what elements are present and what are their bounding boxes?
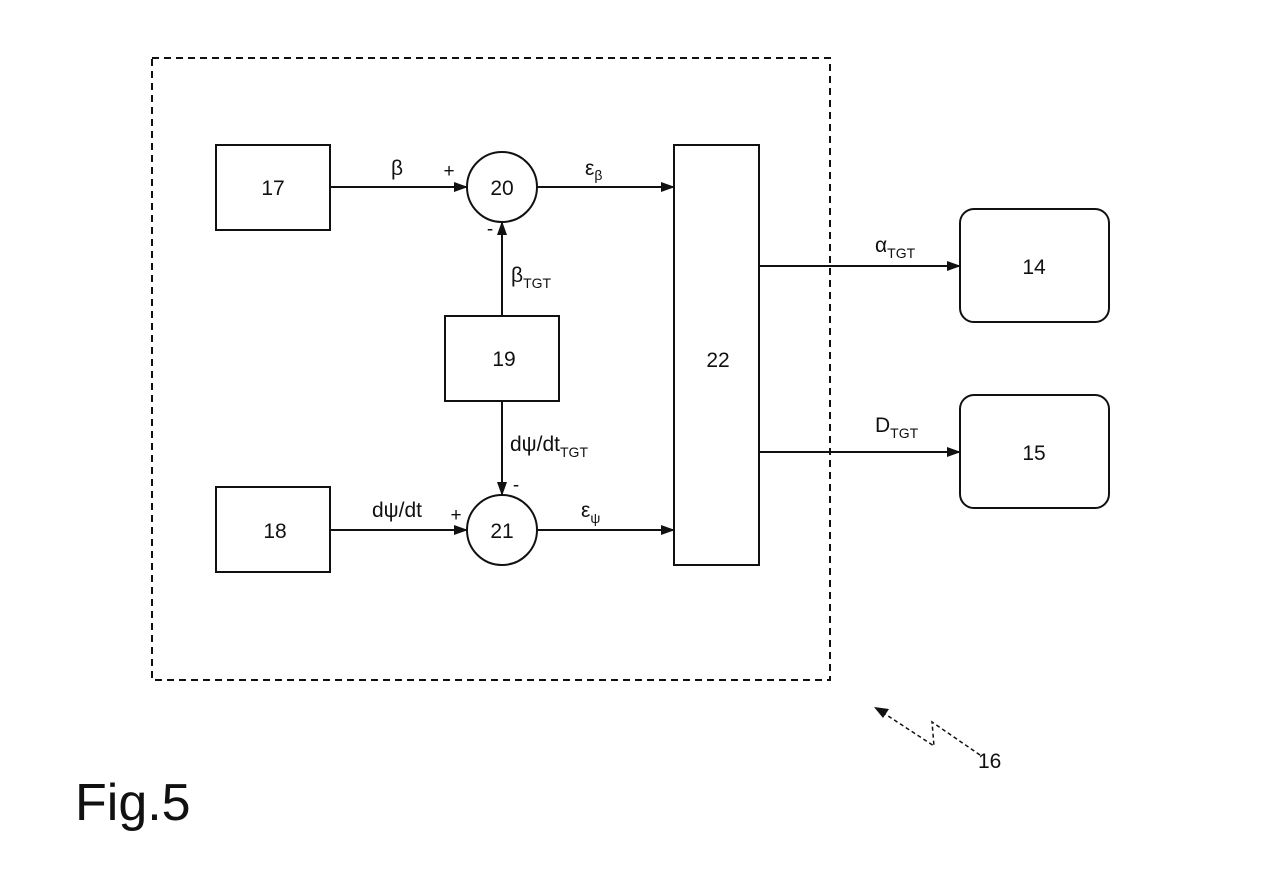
signal-beta-tgt-sub: TGT xyxy=(523,275,551,291)
block-19: 19 xyxy=(444,315,560,402)
block-22: 22 xyxy=(673,144,760,566)
signal-epsilon-beta-main: ε xyxy=(585,157,594,180)
summing-junction-21: 21 xyxy=(466,494,538,566)
block-19-label: 19 xyxy=(492,348,515,371)
signal-epsilon-psi-label: εψ xyxy=(581,499,600,526)
reference-arrow-icon xyxy=(874,707,981,756)
signal-epsilon-beta-sub: β xyxy=(594,167,602,183)
block-17: 17 xyxy=(215,144,331,231)
signal-dpsi-dt-tgt-sub: TGT xyxy=(560,444,588,460)
signal-epsilon-psi-main: ε xyxy=(581,499,590,522)
signal-epsilon-beta-label: εβ xyxy=(585,157,602,183)
signal-beta-label: β xyxy=(391,157,403,180)
block-17-label: 17 xyxy=(261,177,284,200)
block-15: 15 xyxy=(959,394,1110,509)
signal-dpsi-dt-label: dψ/dt xyxy=(372,499,422,522)
signal-alpha-tgt-label: αTGT xyxy=(875,234,916,261)
block-14-label: 14 xyxy=(1022,256,1046,279)
signal-alpha-tgt-main: α xyxy=(875,234,887,257)
signal-beta-tgt-label: βTGT xyxy=(511,264,552,291)
signal-epsilon-psi-sub: ψ xyxy=(590,510,600,526)
block-22-label: 22 xyxy=(706,349,729,372)
signal-dpsi-dt-tgt-main: dψ/dt xyxy=(510,433,560,456)
junction-20-label: 20 xyxy=(490,177,513,200)
figure-title: Fig.5 xyxy=(75,774,191,832)
block-15-label: 15 xyxy=(1022,442,1045,465)
signal-d-tgt-label: DTGT xyxy=(875,414,919,441)
summing-junction-20: 20 xyxy=(466,151,538,223)
junction-20-plus-sign: + xyxy=(443,161,454,182)
block-18: 18 xyxy=(215,486,331,573)
reference-label-16: 16 xyxy=(978,750,1001,773)
controller-boundary xyxy=(151,57,831,681)
junction-21-minus-sign: - xyxy=(513,475,519,496)
junction-21-label: 21 xyxy=(490,520,513,543)
signal-d-tgt-sub: TGT xyxy=(890,425,918,441)
block-14: 14 xyxy=(959,208,1110,323)
block-18-label: 18 xyxy=(263,520,286,543)
signal-alpha-tgt-sub: TGT xyxy=(887,245,915,261)
junction-20-minus-sign: - xyxy=(487,219,493,240)
junction-21-plus-sign: + xyxy=(450,505,461,526)
signal-beta-tgt-main: β xyxy=(511,264,523,287)
signal-d-tgt-main: D xyxy=(875,414,890,437)
signal-dpsi-dt-tgt-label: dψ/dtTGT xyxy=(510,433,588,460)
